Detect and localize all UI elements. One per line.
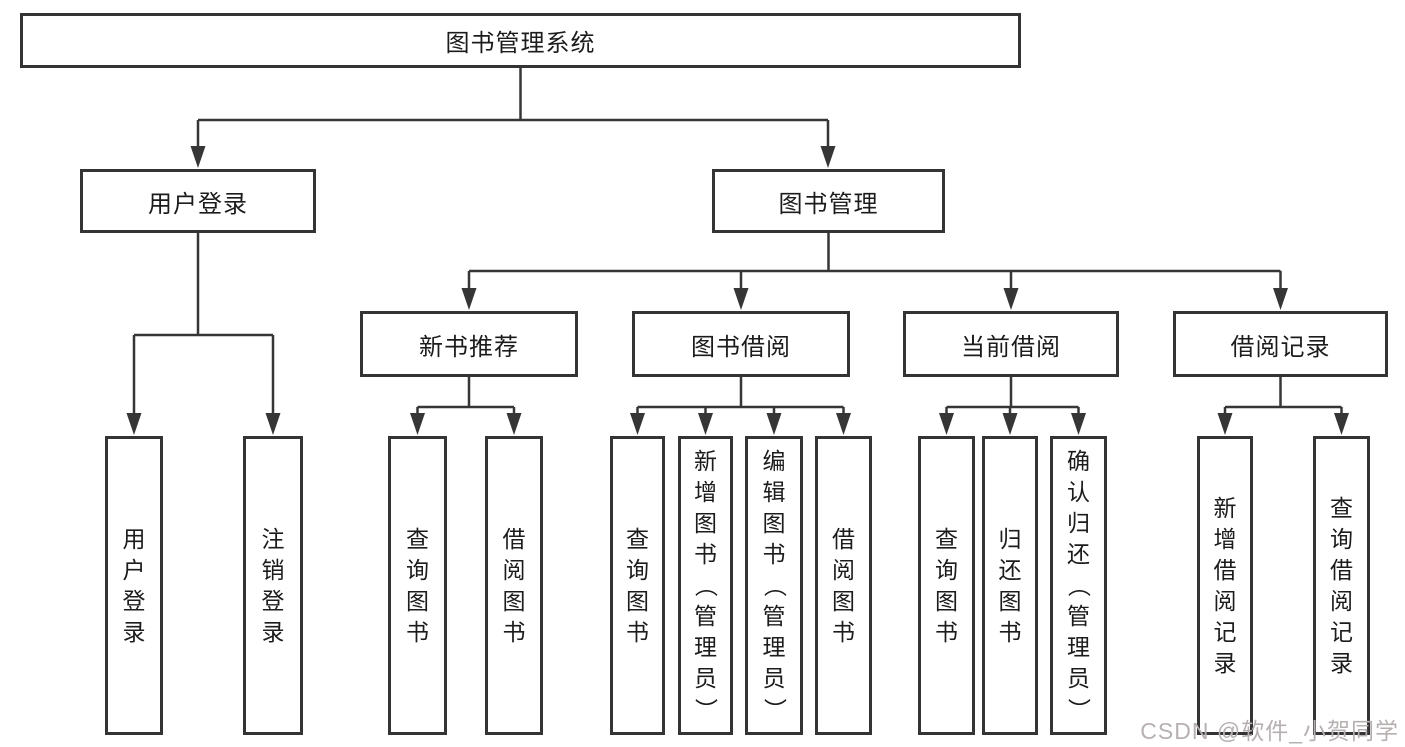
node-book-management-label: 图书管理	[778, 190, 879, 218]
node-bb-add-books-admin: 新增图书（管理员）	[678, 436, 733, 735]
node-user-login-leaf: 用户登录	[105, 436, 163, 735]
node-book-management: 图书管理	[712, 169, 945, 233]
node-br-add-record: 新增借阅记录	[1197, 436, 1253, 735]
node-borrow-records: 借阅记录	[1173, 311, 1388, 377]
wire-book-mgmt-children	[467, 233, 1282, 290]
node-cb-confirm-return-admin-label: 确认归还（管理员）	[1066, 448, 1092, 721]
node-br-query-record: 查询借阅记录	[1313, 436, 1370, 735]
wire-borrow-children	[636, 377, 845, 415]
arrowheads	[126, 146, 1349, 435]
watermark: CSDN @软件_小贺同学	[1140, 718, 1399, 744]
node-nbr-borrow-books-label: 借阅图书	[502, 525, 526, 645]
node-root-label: 图书管理系统	[445, 30, 596, 57]
node-nbr-borrow-books: 借阅图书	[485, 436, 543, 735]
node-current-borrow: 当前借阅	[903, 311, 1119, 377]
node-bb-borrow-books: 借阅图书	[815, 436, 872, 735]
node-logout: 注销登录	[243, 436, 303, 735]
node-book-borrow: 图书借阅	[632, 311, 850, 377]
node-new-book-recommend: 新书推荐	[360, 311, 578, 377]
node-bb-query-books-label: 查询图书	[626, 525, 649, 645]
node-br-add-record-label: 新增借阅记录	[1213, 494, 1237, 676]
node-nbr-query-books: 查询图书	[388, 436, 447, 735]
node-bb-edit-books-admin: 编辑图书（管理员）	[745, 436, 803, 735]
node-logout-label: 注销登录	[261, 525, 285, 645]
node-user-login: 用户登录	[80, 169, 316, 233]
node-root: 图书管理系统	[20, 13, 1021, 68]
node-bb-query-books: 查询图书	[610, 436, 665, 735]
wire-recommend-children	[416, 377, 516, 415]
node-nbr-query-books-label: 查询图书	[406, 525, 429, 645]
node-cb-confirm-return-admin: 确认归还（管理员）	[1050, 436, 1107, 735]
node-br-query-record-label: 查询借阅记录	[1330, 494, 1353, 676]
node-borrow-records-label: 借阅记录	[1230, 333, 1331, 361]
wire-root-to-level2	[196, 68, 830, 148]
wire-records-children	[1223, 377, 1343, 415]
node-user-login-leaf-label: 用户登录	[122, 525, 146, 645]
node-new-book-recommend-label: 新书推荐	[419, 333, 519, 361]
wire-user-login-children	[132, 233, 275, 415]
node-book-borrow-label: 图书借阅	[691, 333, 791, 361]
node-user-login-label: 用户登录	[148, 190, 248, 218]
node-cb-return-books: 归还图书	[982, 436, 1038, 735]
node-current-borrow-label: 当前借阅	[961, 333, 1061, 361]
node-bb-borrow-books-label: 借阅图书	[832, 525, 855, 645]
wire-current-children	[945, 377, 1080, 415]
node-cb-query-books-label: 查询图书	[935, 525, 958, 645]
node-bb-edit-books-admin-label: 编辑图书（管理员）	[761, 448, 788, 721]
node-cb-return-books-label: 归还图书	[998, 525, 1022, 645]
node-cb-query-books: 查询图书	[918, 436, 975, 735]
node-bb-add-books-admin-label: 新增图书（管理员）	[693, 448, 719, 721]
